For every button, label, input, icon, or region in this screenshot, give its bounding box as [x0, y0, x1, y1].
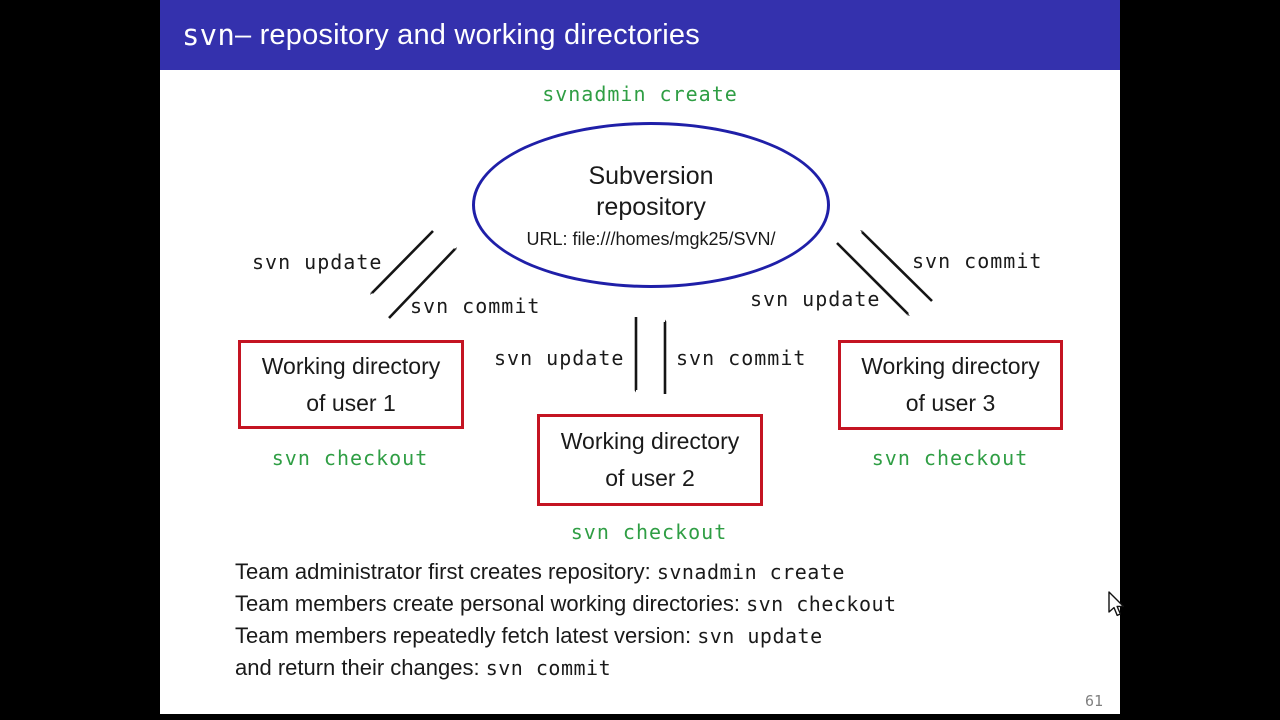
presentation-slide: svn – repository and working directories…: [160, 0, 1120, 714]
box-line1: Working directory: [861, 353, 1040, 379]
working-directory-box-user3: Working directory of user 3: [838, 340, 1063, 430]
note-line: Team administrator first creates reposit…: [235, 556, 897, 588]
note-code: svnadmin create: [656, 560, 845, 584]
note-text: and return their changes:: [235, 655, 486, 680]
note-line: Team members repeatedly fetch latest ver…: [235, 620, 897, 652]
repository-name-line1: Subversion: [588, 161, 714, 190]
slide-title-bar: svn – repository and working directories: [160, 0, 1120, 70]
box-line2: of user 1: [306, 389, 396, 416]
note-text: Team members repeatedly fetch latest ver…: [235, 623, 698, 648]
page-number: 61: [1085, 692, 1104, 710]
box-line2: of user 3: [905, 390, 996, 416]
mid-svn-update-label: svn update: [494, 346, 625, 370]
working-directory-box-user1: Working directory of user 1: [238, 340, 464, 429]
slide-notes: Team administrator first creates reposit…: [235, 556, 897, 684]
left-svn-update-label: svn update: [252, 250, 383, 274]
repository-ellipse: Subversion repository URL: file:///homes…: [472, 122, 830, 288]
svn-checkout-label-user1: svn checkout: [271, 446, 429, 470]
repository-name-line2: repository: [596, 192, 706, 221]
right-svn-update-label: svn update: [750, 287, 881, 311]
note-text: Team members create personal working dir…: [235, 591, 747, 616]
mid-svn-commit-label: svn commit: [676, 346, 807, 370]
mouse-cursor-icon: [1108, 591, 1125, 617]
svn-checkout-label-user2: svn checkout: [570, 520, 728, 544]
box-line2: of user 2: [605, 465, 695, 491]
note-code: svn checkout: [746, 592, 897, 616]
note-code: svn update: [697, 624, 823, 648]
note-line: and return their changes: svn commit: [235, 652, 897, 684]
box-line1: Working directory: [261, 352, 441, 379]
slide-title-text: – repository and working directories: [234, 18, 700, 51]
left-svn-commit-label: svn commit: [410, 294, 541, 318]
svnadmin-create-label: svnadmin create: [542, 82, 738, 106]
slide-title-code: svn: [182, 18, 235, 52]
svn-checkout-label-user3: svn checkout: [871, 446, 1029, 470]
note-code: svn commit: [485, 656, 612, 680]
note-line: Team members create personal working dir…: [235, 588, 897, 620]
repository-url: URL: file:///homes/mgk25/SVN/: [526, 228, 776, 249]
box-line1: Working directory: [560, 428, 740, 454]
note-text: Team administrator first creates reposit…: [235, 559, 657, 584]
right-svn-commit-label: svn commit: [912, 249, 1043, 273]
working-directory-box-user2: Working directory of user 2: [537, 414, 763, 506]
